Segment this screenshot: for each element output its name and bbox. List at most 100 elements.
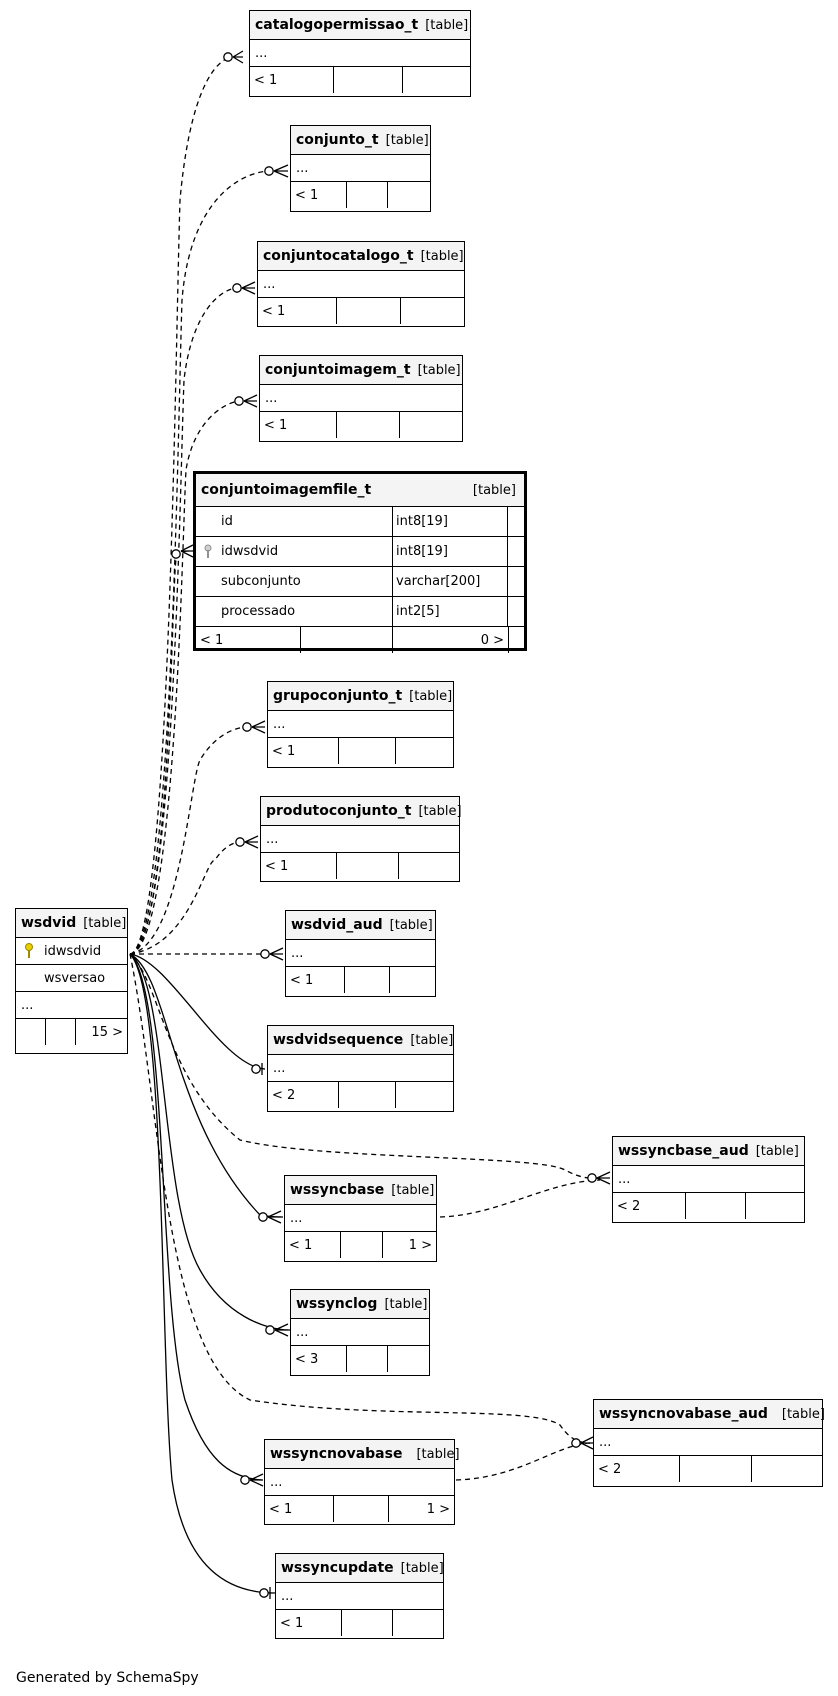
table-conjuntoimagemfile_t[interactable]: conjuntoimagemfile_t [table] id int8[19]…: [193, 471, 527, 653]
parents-count: < 1: [250, 67, 334, 93]
footer-cell: [347, 182, 388, 208]
edge-wssynclog: [129, 953, 291, 1331]
table-wssyncupdate[interactable]: wssyncupdate[table] ... < 1: [275, 1553, 444, 1639]
children-count: 1 >: [408, 1237, 432, 1253]
table-name: conjuntocatalogo_t: [263, 248, 414, 264]
table-name: conjuntoimagem_t: [265, 362, 411, 378]
column-name: subconjunto: [196, 567, 393, 596]
table-name: wssyncnovabase_aud: [599, 1406, 768, 1422]
children-count: [396, 738, 453, 764]
parents-count: < 1: [258, 298, 337, 324]
table-footer: < 2: [268, 1082, 453, 1108]
table-footer: < 1 0 >: [196, 627, 509, 653]
parents-count: < 1: [261, 853, 337, 879]
table-kind: [table]: [410, 1032, 454, 1048]
column-type: int8[19]: [393, 507, 508, 536]
table-kind: [table]: [391, 1182, 435, 1198]
children-count: [388, 182, 430, 208]
footer-cell: [337, 298, 401, 324]
table-name: wsdvid: [21, 915, 77, 931]
footer-cell: [339, 1082, 396, 1108]
parents-count: < 1: [196, 627, 301, 653]
table-footer: < 2: [613, 1193, 804, 1219]
more-columns: ...: [16, 992, 127, 1019]
table-kind: [table]: [384, 1296, 428, 1312]
more-columns: ...: [291, 155, 430, 182]
children-count: 15 >: [91, 1024, 123, 1040]
edge-grupoconjunto_t: [129, 726, 249, 955]
edge-conjunto_t: [129, 170, 271, 955]
parents-count: [16, 1019, 46, 1045]
table-footer: < 1: [261, 853, 459, 879]
column-row: id int8[19]: [196, 507, 524, 537]
children-count: [752, 1456, 822, 1482]
footer-cell: [341, 1232, 383, 1258]
more-columns: ...: [268, 711, 453, 738]
table-produtoconjunto_t[interactable]: produtoconjunto_t[table] ... < 1: [260, 796, 462, 882]
table-header: conjuntocatalogo_t[table]: [258, 242, 464, 271]
table-kind: [table]: [409, 688, 453, 704]
footer-cell: [337, 412, 400, 438]
children-count: [400, 412, 462, 438]
table-kind: [table]: [781, 1406, 825, 1422]
edge-wssyncbase_aud: [129, 953, 601, 1179]
column-type: int2[5]: [393, 597, 508, 626]
table-kind: [table]: [385, 132, 429, 148]
table-wsdvidsequence[interactable]: wsdvidsequence[table] ... < 2: [267, 1025, 454, 1112]
table-kind: [table]: [416, 1446, 460, 1462]
column-row: wsversao: [16, 965, 127, 992]
footer-cell: [345, 967, 390, 993]
table-wssynclog[interactable]: wssynclog[table] ... < 3: [290, 1289, 430, 1376]
primary-key-icon: [25, 943, 33, 958]
table-header: wssyncupdate[table]: [276, 1554, 444, 1583]
parents-count: < 3: [291, 1346, 347, 1372]
parents-count: < 2: [268, 1082, 339, 1108]
edge-wssyncnovabase-aud-link: [455, 1442, 591, 1481]
table-footer: < 1: [276, 1610, 443, 1636]
footer-cell: [334, 67, 403, 93]
children-count: [401, 298, 464, 324]
table-wssyncbase_aud[interactable]: wssyncbase_aud[table] ... < 2: [612, 1136, 805, 1223]
table-conjuntocatalogo_t[interactable]: conjuntocatalogo_t[table] ... < 1: [257, 241, 465, 327]
more-columns: ...: [594, 1429, 822, 1456]
parents-count: < 1: [265, 1496, 334, 1522]
table-header: wssyncnovabase_aud [table]: [594, 1400, 825, 1429]
more-columns: ...: [613, 1166, 804, 1193]
table-header: conjuntoimagemfile_t [table]: [196, 474, 524, 507]
table-conjunto_t[interactable]: conjunto_t[table] ... < 1: [290, 125, 431, 212]
more-columns: ...: [285, 1205, 436, 1232]
edge-wssyncnovabase: [129, 953, 263, 1481]
edge-conjuntoimagem_t: [129, 400, 241, 955]
parents-count: < 2: [594, 1456, 680, 1482]
table-header: wssyncbase_aud[table]: [613, 1137, 804, 1166]
table-name: produtoconjunto_t: [266, 803, 412, 819]
table-footer: < 1: [268, 738, 453, 764]
children-count: [399, 853, 459, 879]
parents-count: < 2: [613, 1193, 686, 1219]
footer-cell: [334, 1496, 389, 1522]
footer-cell: [301, 627, 393, 653]
table-wsdvid[interactable]: wsdvid [table] idwsdvid wsversao ... 15 …: [15, 908, 128, 1054]
table-name: wssyncupdate: [281, 1560, 394, 1576]
column-row: subconjunto varchar[200]: [196, 567, 524, 597]
table-conjuntoimagem_t[interactable]: conjuntoimagem_t[table] ... < 1: [259, 355, 463, 442]
table-name: catalogopermissao_t: [255, 17, 419, 33]
table-name: wssyncbase_aud: [618, 1143, 749, 1159]
more-columns: ...: [265, 1469, 454, 1496]
more-columns: ...: [260, 385, 462, 412]
table-header: wssynclog[table]: [291, 1290, 429, 1319]
parents-count: < 1: [291, 182, 347, 208]
table-grupoconjunto_t[interactable]: grupoconjunto_t[table] ... < 1: [267, 681, 454, 768]
edge-wsdvidsequence: [129, 953, 266, 1070]
table-header: wsdvid_aud[table]: [286, 911, 435, 940]
table-header: grupoconjunto_t[table]: [268, 682, 453, 711]
more-columns: ...: [291, 1319, 429, 1346]
column-row: idwsdvid: [16, 938, 127, 965]
table-wsdvid_aud[interactable]: wsdvid_aud[table] ... < 1: [285, 910, 436, 997]
table-name: wsdvidsequence: [273, 1032, 404, 1048]
table-wssyncnovabase_aud[interactable]: wssyncnovabase_aud [table] ... < 2: [593, 1399, 825, 1487]
column-name: idwsdvid: [196, 537, 393, 566]
table-catalogopermissao_t[interactable]: catalogopermissao_t[table] ... < 1: [249, 10, 471, 97]
